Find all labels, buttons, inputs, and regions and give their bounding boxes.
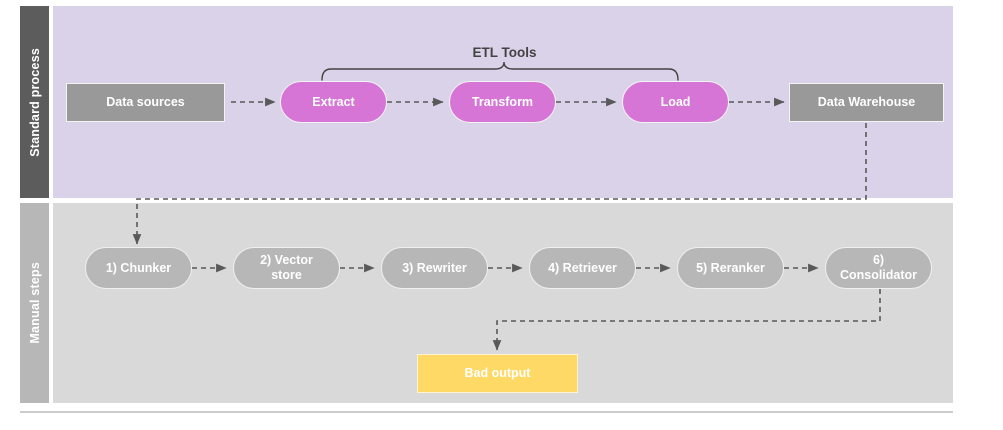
node-bad-output[interactable]: Bad output (417, 354, 578, 393)
node-consolidator[interactable]: 6)Consolidator (825, 247, 932, 289)
node-consolidator-label: 6)Consolidator (839, 253, 918, 282)
lane-label-standard-process: Standard process (27, 47, 42, 157)
node-retriever[interactable]: 4) Retriever (529, 247, 636, 289)
lane-band-manual-steps: Manual steps (20, 203, 49, 403)
node-transform[interactable]: Transform (449, 81, 556, 123)
node-rewriter-label: 3) Rewriter (402, 260, 467, 275)
node-data-warehouse[interactable]: Data Warehouse (789, 83, 944, 122)
lane-band-standard-process: Standard process (20, 6, 49, 198)
node-chunker-label: 1) Chunker (105, 260, 172, 275)
node-chunker[interactable]: 1) Chunker (85, 247, 192, 289)
node-data-sources-label: Data sources (106, 95, 185, 110)
node-retriever-label: 4) Retriever (548, 260, 617, 275)
node-load[interactable]: Load (622, 81, 729, 123)
node-extract[interactable]: Extract (280, 81, 387, 123)
lane-label-manual-steps: Manual steps (27, 262, 42, 344)
node-load-label: Load (660, 94, 691, 109)
node-data-sources[interactable]: Data sources (66, 83, 225, 122)
node-bad-output-label: Bad output (464, 366, 531, 381)
node-extract-label: Extract (312, 94, 355, 109)
node-reranker-label: 5) Reranker (696, 260, 765, 275)
etl-tools-label: ETL Tools (472, 45, 537, 60)
node-transform-label: Transform (471, 94, 534, 109)
node-data-warehouse-label: Data Warehouse (817, 95, 916, 110)
bottom-divider (20, 411, 953, 413)
node-rewriter[interactable]: 3) Rewriter (381, 247, 488, 289)
node-reranker[interactable]: 5) Reranker (677, 247, 784, 289)
